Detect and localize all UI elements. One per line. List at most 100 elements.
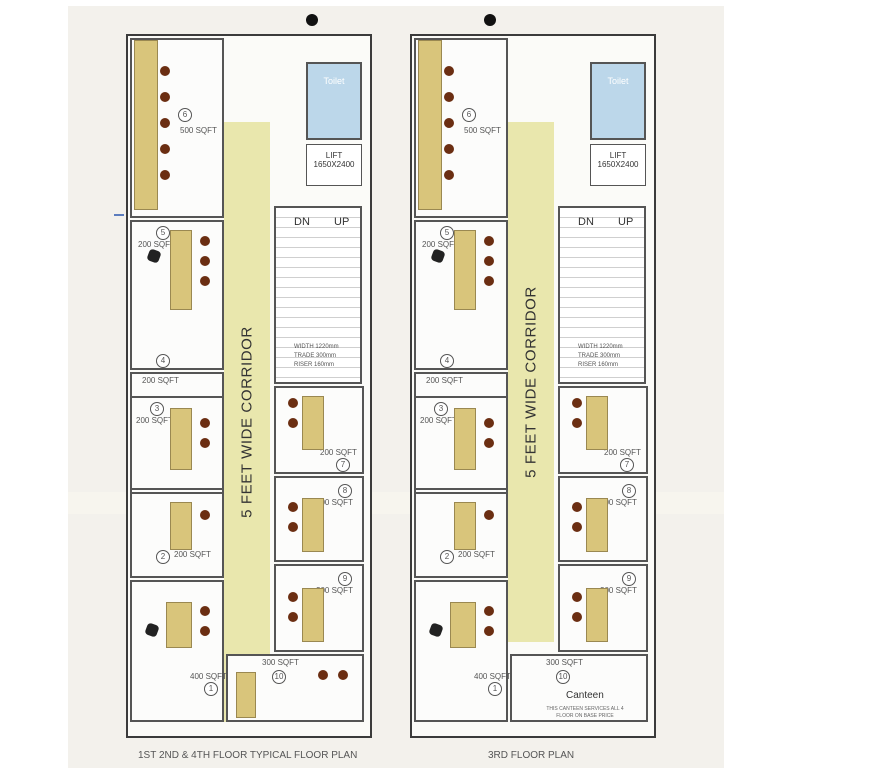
room-number: 9 (622, 572, 636, 586)
office-chair (288, 592, 298, 602)
office-chair (200, 276, 210, 286)
office-chair (200, 418, 210, 428)
office-chair (484, 626, 494, 636)
office-chair (572, 418, 582, 428)
office-chair (444, 92, 454, 102)
office-desk (170, 408, 192, 470)
office-chair (484, 606, 494, 616)
office-chair (318, 670, 328, 680)
toilet: Toilet (306, 62, 362, 140)
ink-mark (114, 214, 124, 216)
room-area: 200 SQFT (426, 376, 463, 385)
room-number: 7 (620, 458, 634, 472)
office-chair (444, 66, 454, 76)
office-desk (170, 230, 192, 310)
office-desk (586, 396, 608, 450)
office-chair (200, 510, 210, 520)
office-5: 5 200 SQFT (414, 220, 508, 370)
office-chair (572, 522, 582, 532)
ink-spot (484, 14, 496, 26)
room-area: 200 SQFT (142, 376, 179, 385)
office-chair (338, 670, 348, 680)
office-chair (572, 612, 582, 622)
room-number: 10 (556, 670, 570, 684)
room-number: 2 (440, 550, 454, 564)
office-desk (302, 588, 324, 642)
office-chair (444, 144, 454, 154)
office-chair (160, 92, 170, 102)
room-number: 4 (156, 354, 170, 368)
office-chair (484, 510, 494, 520)
room-area: 400 SQFT (474, 672, 511, 681)
office-desk (450, 602, 476, 648)
office-8: 8 200 SQFT (274, 476, 364, 562)
stair-down-label: DN (578, 216, 594, 228)
office-chair (200, 606, 210, 616)
room-area: 200 SQFT (422, 240, 459, 249)
office-chair (572, 398, 582, 408)
office-chair (288, 418, 298, 428)
staircase: DN UP WIDTH 1220mm TRADE 300mm RISER 160… (274, 206, 362, 384)
room-area: 200 SQFT (420, 416, 457, 425)
ink-spot (306, 14, 318, 26)
office-chair (444, 118, 454, 128)
corridor-label: 5 FEET WIDE CORRIDOR (238, 326, 256, 518)
room-area: 500 SQFT (464, 126, 501, 135)
room-area: 300 SQFT (262, 658, 299, 667)
office-desk (302, 498, 324, 552)
office-desk (236, 672, 256, 718)
office-chair (572, 502, 582, 512)
room-number: 5 (156, 226, 170, 240)
room-area: 200 SQFT (136, 416, 173, 425)
canteen-note: THIS CANTEEN SERVICES ALL 4 FLOOR ON BAS… (546, 706, 624, 719)
stair-riser: RISER 160mm (578, 362, 619, 368)
room-number: 10 (272, 670, 286, 684)
lift-label: LIFT (609, 151, 627, 160)
stair-width: WIDTH 1220mm (578, 344, 623, 350)
office-chair (484, 256, 494, 266)
room-area: 200 SQFT (316, 586, 353, 595)
room-number: 8 (338, 484, 352, 498)
room-area: 200 SQFT (604, 448, 641, 457)
office-chair (484, 438, 494, 448)
stair-up-label: UP (334, 216, 350, 228)
office-desk (454, 230, 476, 310)
lift: LIFT 1650X2400 (306, 144, 362, 186)
floor-plan-left: 5 FEET WIDE CORRIDOR 6 500 SQFT 5 200 SQ… (126, 34, 372, 738)
room-number: 6 (462, 108, 476, 122)
room-number: 3 (150, 402, 164, 416)
office-desk (170, 502, 192, 550)
office-chair (444, 170, 454, 180)
office-chair (160, 144, 170, 154)
room-number: 6 (178, 108, 192, 122)
room-number: 7 (336, 458, 350, 472)
lift: LIFT 1650X2400 (590, 144, 646, 186)
canteen-label: Canteen (566, 690, 604, 701)
office-desk (166, 602, 192, 648)
room-number: 1 (488, 682, 502, 696)
lift-size: 1650X2400 (313, 160, 355, 169)
room-area: 200 SQFT (174, 550, 211, 559)
floor-plan-right: 5 FEET WIDE CORRIDOR 6 500 SQFT 5 200 SQ… (410, 34, 656, 738)
workstation-desk (418, 40, 442, 210)
stair-up-label: UP (618, 216, 634, 228)
office-desk (454, 408, 476, 470)
corridor: 5 FEET WIDE CORRIDOR (508, 122, 554, 642)
office-desk (454, 502, 476, 550)
lift-label: LIFT (325, 151, 343, 160)
corridor-label: 5 FEET WIDE CORRIDOR (522, 286, 540, 478)
room-number: 4 (440, 354, 454, 368)
office-chair (160, 118, 170, 128)
room-number: 8 (622, 484, 636, 498)
office-chair (200, 438, 210, 448)
office-chair (484, 418, 494, 428)
office-chair (288, 398, 298, 408)
office-chair (572, 592, 582, 602)
office-chair (288, 612, 298, 622)
office-chair (160, 170, 170, 180)
corridor: 5 FEET WIDE CORRIDOR (224, 122, 270, 722)
canteen: 300 SQFT 10 Canteen THIS CANTEEN SERVICE… (510, 654, 648, 722)
plan-caption: 1ST 2ND & 4TH FLOOR TYPICAL FLOOR PLAN (138, 750, 358, 761)
stair-down-label: DN (294, 216, 310, 228)
staircase: DN UP WIDTH 1220mm TRADE 300mm RISER 160… (558, 206, 646, 384)
